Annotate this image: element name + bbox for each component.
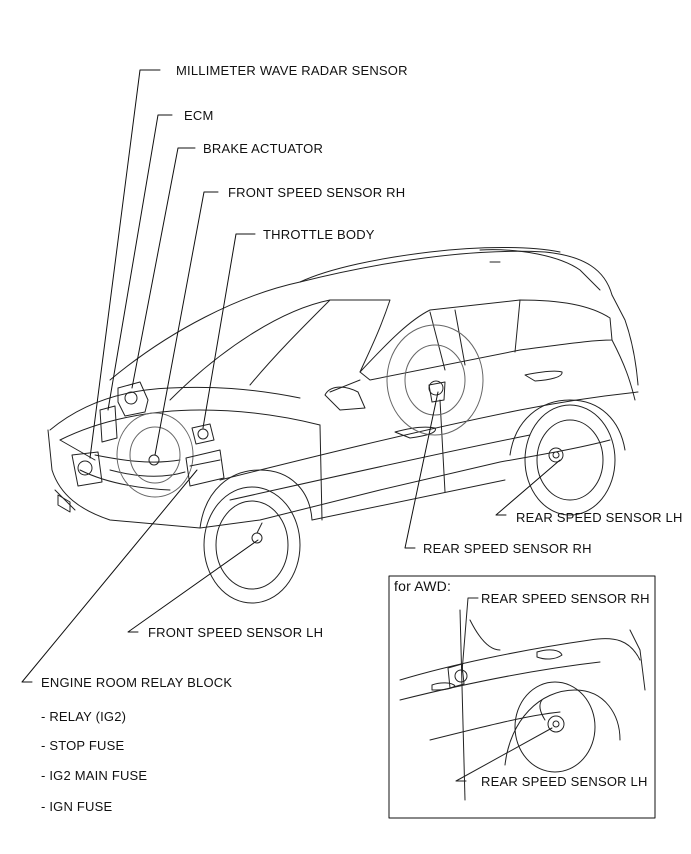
brake-actuator-shape	[117, 381, 149, 417]
inset-label-rear-speed-sensor-lh: REAR SPEED SENSOR LH	[481, 774, 648, 789]
ecm-shape	[99, 405, 118, 443]
relay-block-shape	[185, 449, 225, 487]
inset-title: for AWD:	[394, 578, 452, 594]
label-ecm: ECM	[184, 108, 214, 123]
relay-block-item: - IGN FUSE	[41, 799, 113, 814]
relay-block-item: - RELAY (IG2)	[41, 709, 127, 724]
label-rear-speed-sensor-rh: REAR SPEED SENSOR RH	[423, 541, 592, 556]
radar-sensor-shape	[71, 451, 103, 487]
relay-block-item: - STOP FUSE	[41, 738, 125, 753]
label-engine-room-relay-block: ENGINE ROOM RELAY BLOCK	[41, 675, 233, 690]
leader-lines	[21, 69, 561, 683]
label-brake-actuator: BRAKE ACTUATOR	[203, 141, 324, 156]
label-millimeter-wave-radar-sensor: MILLIMETER WAVE RADAR SENSOR	[176, 63, 408, 78]
label-front-speed-sensor-rh: FRONT SPEED SENSOR RH	[228, 185, 406, 200]
throttle-body-shape	[191, 423, 215, 445]
label-rear-speed-sensor-lh: REAR SPEED SENSOR LH	[516, 510, 683, 525]
vehicle-body	[47, 247, 639, 604]
components	[71, 380, 564, 544]
awd-inset	[388, 575, 656, 819]
label-front-speed-sensor-lh: FRONT SPEED SENSOR LH	[148, 625, 324, 640]
label-throttle-body: THROTTLE BODY	[263, 227, 375, 242]
relay-block-item: - IG2 MAIN FUSE	[41, 768, 148, 783]
inset-label-rear-speed-sensor-rh: REAR SPEED SENSOR RH	[481, 591, 650, 606]
